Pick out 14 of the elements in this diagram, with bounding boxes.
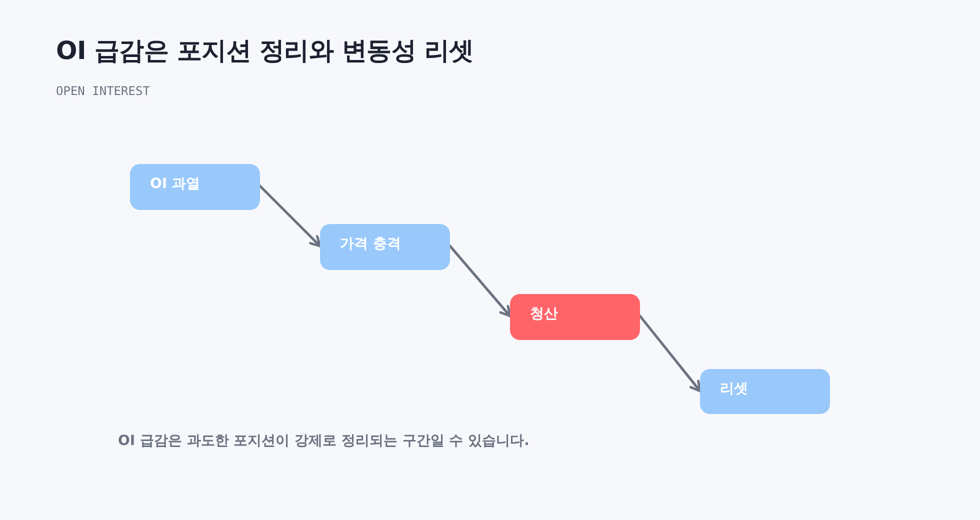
caption: OI 급감은 과도한 포지션이 강제로 정리되는 구간일 수 있습니다. — [118, 432, 530, 450]
arrow — [448, 244, 512, 318]
process-box — [700, 369, 830, 414]
subtitle: OPEN INTEREST — [56, 84, 150, 98]
node-label: 리셋 — [720, 380, 748, 398]
node-label: 가격 충격 — [340, 235, 401, 253]
title: OI 급감은 포지션 정리와 변동성 리셋 — [56, 35, 474, 67]
arrow — [258, 184, 322, 248]
process-box — [130, 164, 260, 210]
process-box — [320, 224, 450, 270]
node-label: 청산 — [530, 305, 558, 323]
node-label: OI 과열 — [150, 175, 200, 193]
arrow — [638, 314, 702, 392]
process-box — [510, 294, 640, 340]
